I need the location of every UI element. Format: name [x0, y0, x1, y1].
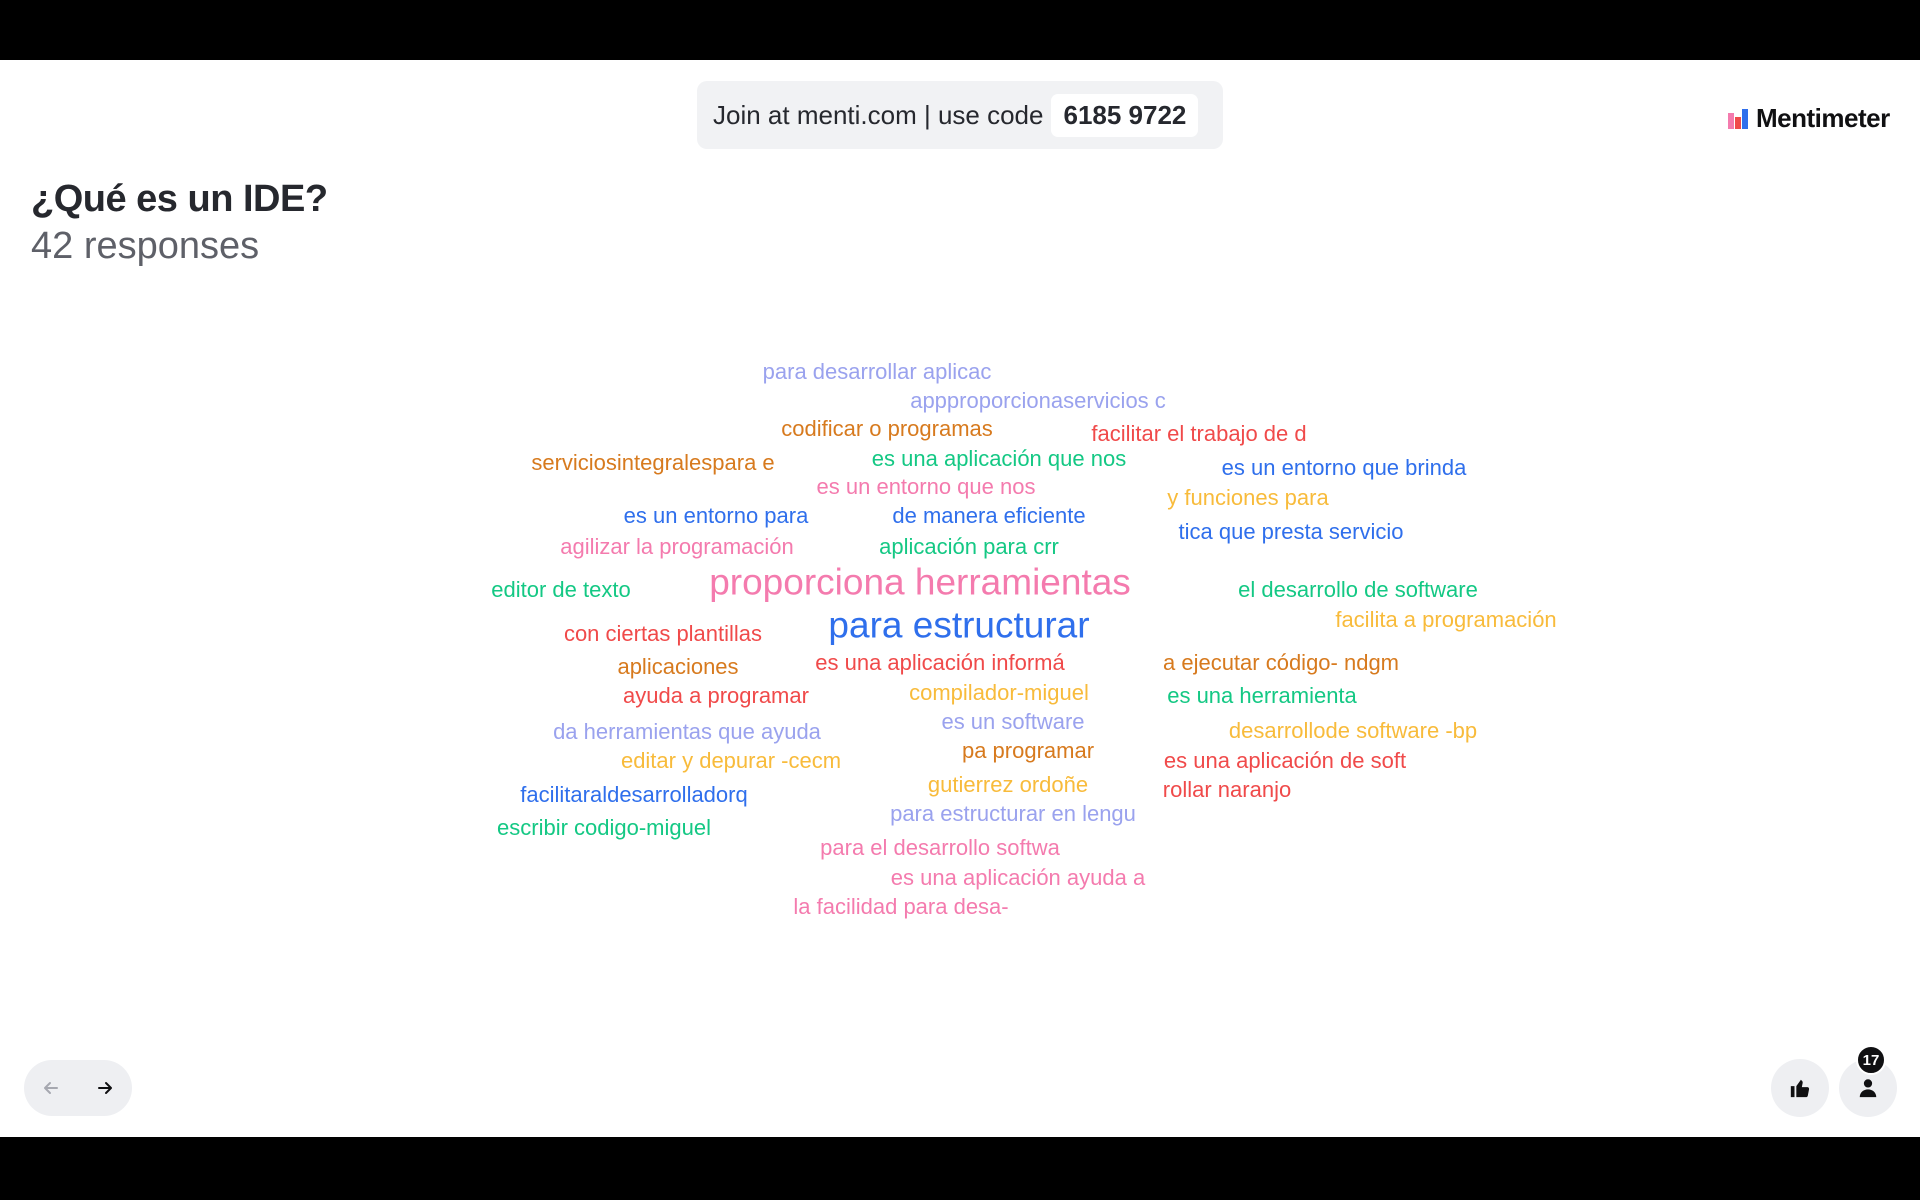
word-cloud-entry: es un entorno que brinda — [1221, 455, 1467, 480]
reactions-button[interactable] — [1771, 1059, 1829, 1117]
mentimeter-brand: Mentimeter — [1728, 103, 1890, 134]
word-cloud: para desarrollar aplicac appproporcionase… — [0, 60, 1920, 1137]
word-cloud-entry: da herramientas que ayuda — [553, 719, 821, 744]
join-code: 6185 9722 — [1051, 93, 1199, 137]
word-cloud-entry: aplicación para crr — [879, 534, 1059, 559]
thumbs-up-icon — [1790, 1079, 1810, 1098]
word-cloud-entry: editor de texto — [491, 577, 631, 602]
next-slide-button[interactable] — [78, 1060, 132, 1116]
word-cloud-entry: es una aplicación de soft — [1163, 748, 1407, 773]
word-cloud-entry: es un entorno que nos — [816, 474, 1036, 499]
word-cloud-entry: serviciosintegralespara e — [531, 450, 775, 475]
word-cloud-entry: codificar o programas — [781, 416, 993, 441]
word-cloud-entry: es una aplicación informá — [815, 650, 1065, 675]
word-cloud-entry: para desarrollar aplicac — [762, 359, 992, 384]
word-cloud-entry: appproporcionaservicios c — [910, 388, 1166, 413]
join-instructions-bar: Join at menti.com | use code 6185 9722 — [697, 81, 1223, 149]
word-cloud-entry: el desarrollo de software — [1238, 577, 1478, 602]
word-cloud-entry: facilitaraldesarrolladorq — [520, 782, 748, 807]
join-instructions-text: Join at menti.com | use code — [713, 99, 1044, 130]
mentimeter-logo-icon — [1728, 108, 1748, 129]
word-cloud-entry: con ciertas plantillas — [563, 621, 763, 646]
previous-slide-button[interactable] — [24, 1060, 78, 1116]
word-cloud-entry: escribir codigo-miguel — [497, 815, 711, 840]
word-cloud-entry: para el desarrollo softwa — [820, 835, 1060, 860]
brand-name: Mentimeter — [1756, 103, 1890, 133]
word-cloud-entry: rollar naranjo — [1162, 777, 1292, 802]
word-cloud-entry: la facilidad para desa- — [793, 894, 1009, 919]
word-cloud-entry: para estructurar — [828, 604, 1090, 646]
word-cloud-entry: es una herramienta — [1167, 683, 1357, 708]
word-cloud-entry: y funciones para — [1167, 485, 1329, 510]
word-cloud-entry: a ejecutar código- ndgm — [1162, 650, 1400, 675]
question-title: ¿Qué es un IDE? — [31, 178, 328, 220]
word-cloud-entry: es un software — [941, 709, 1085, 734]
word-cloud-entry: tica que presta servicio — [1178, 519, 1404, 544]
word-cloud-entry: proporciona herramientas — [709, 561, 1131, 603]
word-cloud-entry: es un entorno para — [623, 503, 809, 528]
arrow-right-icon — [98, 1082, 112, 1094]
word-cloud-entry: desarrollode software -bp — [1228, 718, 1478, 743]
word-cloud-entry: gutierrez ordoñe — [927, 772, 1089, 797]
word-cloud-entry: agilizar la programación — [560, 534, 794, 559]
arrow-left-icon — [44, 1082, 58, 1094]
word-cloud-entry: ayuda a programar — [623, 683, 809, 708]
person-icon — [1859, 1079, 1877, 1098]
word-cloud-entry: para estructurar en lengu — [890, 801, 1136, 826]
word-cloud-entry: pa programar — [961, 738, 1095, 763]
slide-navigation — [24, 1060, 132, 1116]
participants-count-badge: 17 — [1856, 1045, 1886, 1075]
word-cloud-entry: facilitar el trabajo de d — [1091, 421, 1307, 446]
word-cloud-entry: compilador-miguel — [909, 680, 1089, 705]
word-cloud-entry: editar y depurar -cecm — [620, 748, 842, 773]
word-cloud-entry: aplicaciones — [617, 654, 739, 679]
response-count: 42 responses — [31, 225, 260, 267]
word-cloud-entry: es una aplicación ayuda a — [890, 865, 1146, 890]
presentation-stage: Join at menti.com | use code 6185 9722 M… — [0, 60, 1920, 1137]
word-cloud-entry: es una aplicación que nos — [871, 446, 1127, 471]
word-cloud-entry: facilita a programación — [1335, 607, 1557, 632]
word-cloud-entry: de manera eficiente — [892, 503, 1086, 528]
